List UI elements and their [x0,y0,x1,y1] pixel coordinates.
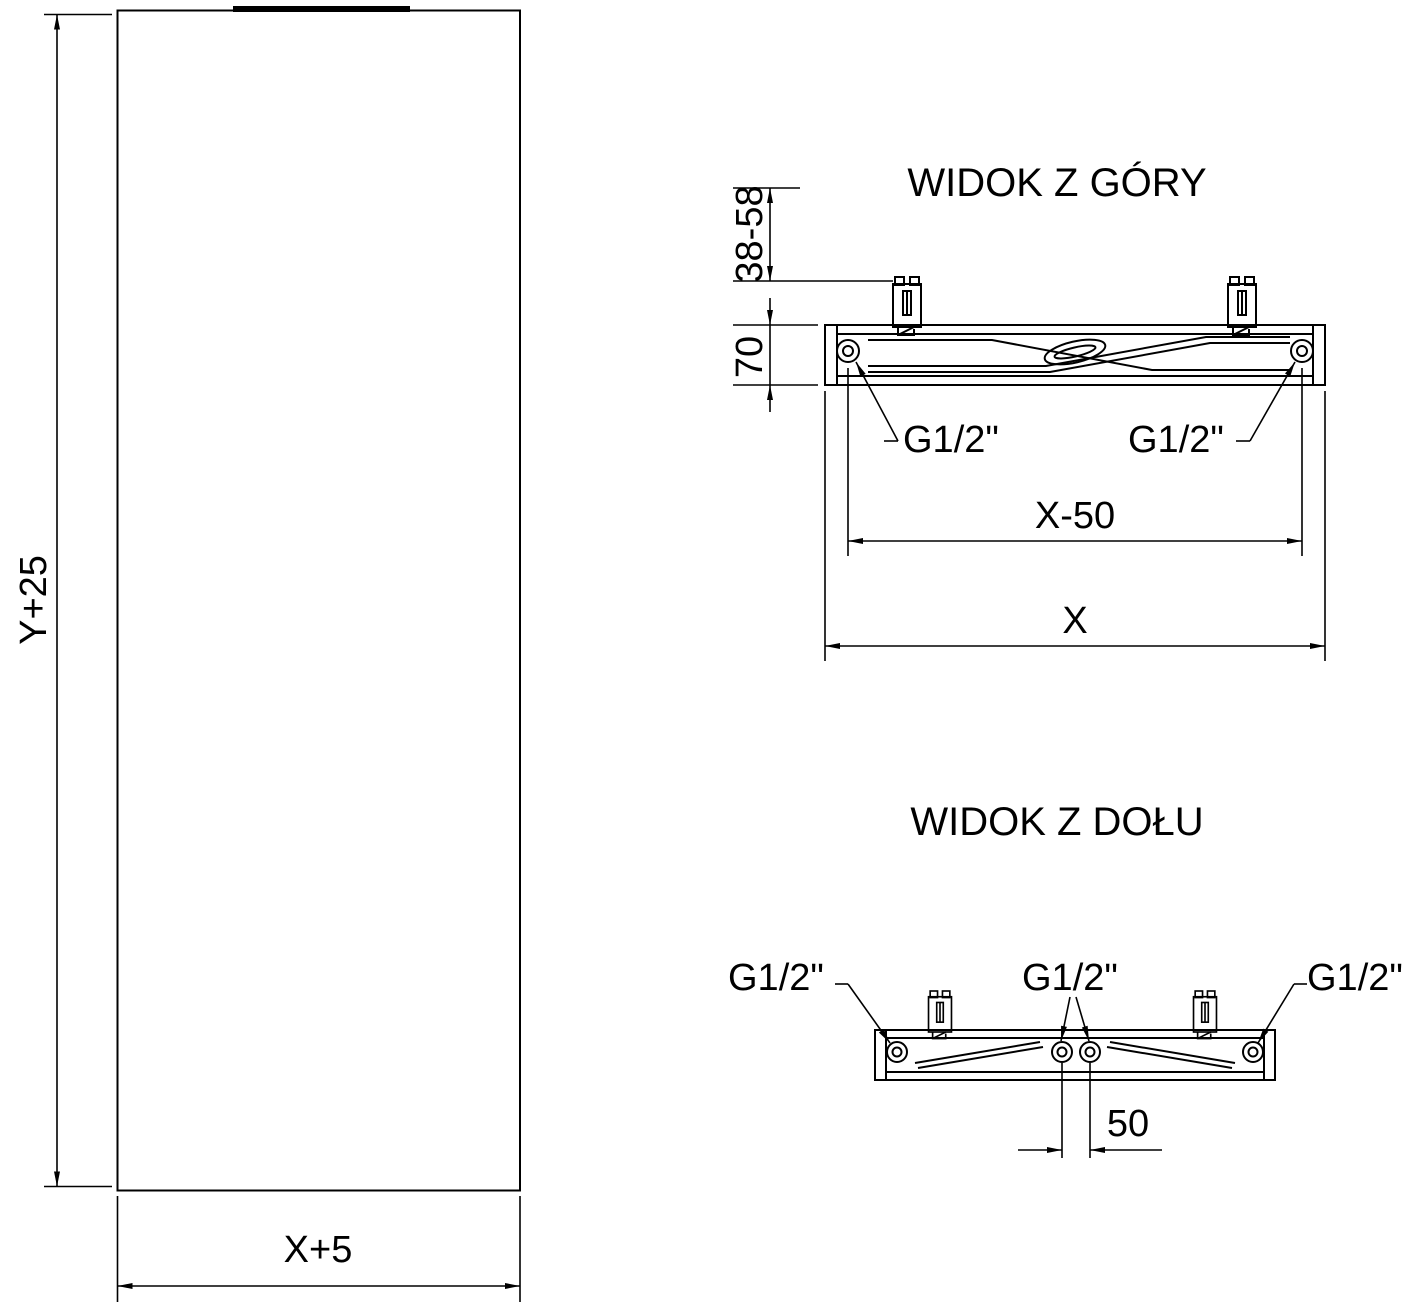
top-bracket-mark [233,6,410,12]
pipe-connection-left [836,339,860,363]
bottom-left-connection-callout: G1/2" [728,957,891,1044]
center-spacing-label: 50 [1107,1103,1149,1145]
overall-width-dimension [824,391,1326,661]
crossing-pipes [914,1041,1236,1069]
connection-spacing-label: X-50 [1035,495,1115,537]
panel-outline [116,9,521,1192]
top-right-connection-callout: G1/2" [1128,361,1296,461]
top-view-body [824,276,1326,386]
height-dimension [44,13,112,1188]
wall-bracket-right [1227,276,1257,336]
connection-label: G1/2" [1128,419,1224,461]
connection-label: G1/2" [1307,957,1403,999]
connection-label: G1/2" [728,957,824,999]
connection-label: G1/2" [903,419,999,461]
height-dimension-label: Y+25 [13,555,55,645]
center-spacing-dimension [1018,1063,1162,1158]
bottom-view-body [874,990,1276,1081]
wall-bracket-right [1192,990,1218,1040]
front-view: Y+25 X+5 [13,6,521,1302]
wall-bracket-left [927,990,953,1040]
bottom-right-connection-callout: G1/2" [1257,957,1403,1044]
bottom-view: WIDOK Z DOŁU [728,800,1403,1158]
bracket-depth-dimension [733,187,893,282]
wall-bracket-left [892,276,922,336]
profile-outline [824,324,1326,386]
top-view: WIDOK Z GÓRY [729,160,1326,661]
connection-label: G1/2" [1022,957,1118,999]
width-dimension-label: X+5 [284,1229,353,1271]
bottom-view-title: WIDOK Z DOŁU [910,800,1203,844]
top-left-connection-callout: G1/2" [855,361,999,461]
crossing-pipes [868,336,1290,373]
bracket-depth-label: 38-58 [729,185,771,282]
top-view-title: WIDOK Z GÓRY [907,160,1206,205]
pipe-connection-left [886,1041,908,1063]
pipe-connection-right [1242,1041,1264,1063]
width-dimension [116,1196,521,1302]
pipe-connection-center-pair [1051,1041,1101,1063]
bottom-center-connection-callout: G1/2" [1022,957,1118,1042]
profile-depth-dimension [733,298,818,412]
profile-depth-label: 70 [729,336,771,378]
profile-outline [874,1029,1276,1081]
pipe-connection-right [1290,339,1314,363]
overall-width-label: X [1062,600,1087,642]
connection-spacing-dimension [847,368,1303,556]
